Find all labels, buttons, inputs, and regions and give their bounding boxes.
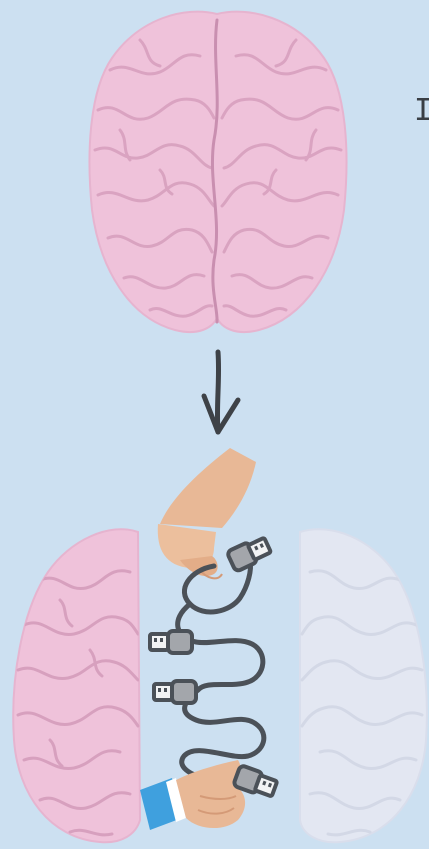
left-hemisphere-icon <box>13 529 140 842</box>
brain-icon <box>89 12 346 332</box>
down-arrow-icon <box>204 352 238 432</box>
faded-right-hemisphere-icon <box>300 529 427 842</box>
usb-plug-middle-1-icon <box>150 631 192 653</box>
usb-plug-top-icon <box>227 535 273 572</box>
usb-plug-middle-2-icon <box>154 681 196 703</box>
usb-cable-icon <box>140 448 278 830</box>
clipped-text-fragment: I <box>414 96 429 126</box>
lower-hand-icon <box>140 760 245 830</box>
